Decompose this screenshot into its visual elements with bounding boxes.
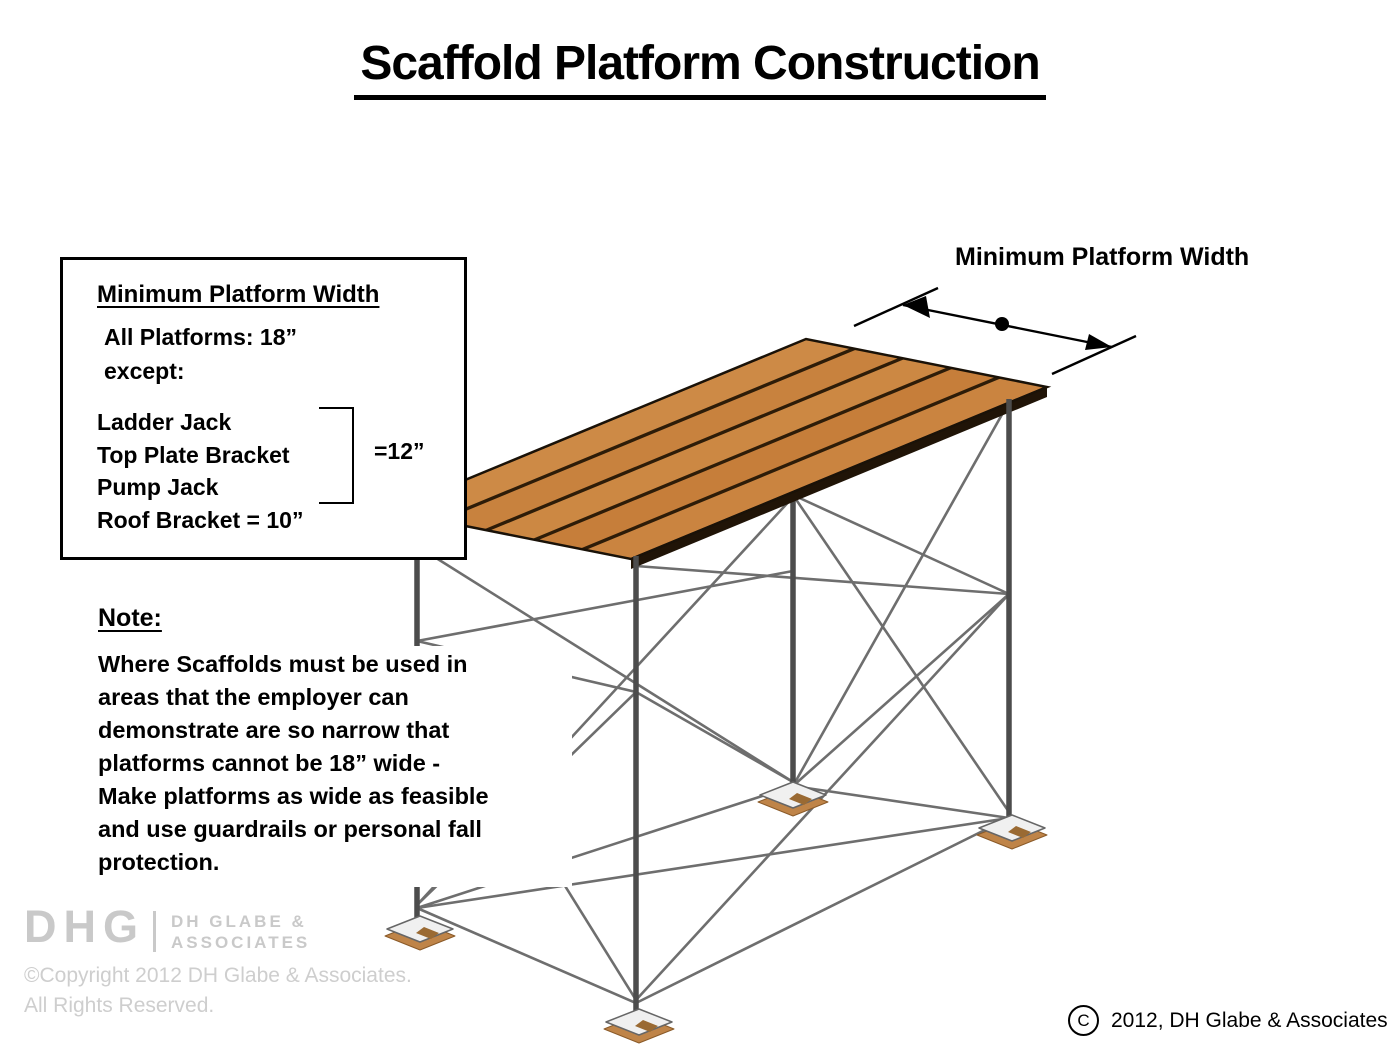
copyright-circle-icon: C — [1068, 1005, 1099, 1036]
logo-name: DH GLABE & ASSOCIATES — [171, 911, 310, 953]
plank — [441, 349, 900, 530]
list-item: Pump Jack — [97, 474, 219, 500]
base-plates — [384, 781, 1048, 1044]
note-paragraph: Where Scaffolds must be used in areas th… — [96, 646, 572, 887]
note-line: Make platforms as wide as feasible — [98, 783, 489, 809]
logo-name-line: ASSOCIATES — [171, 933, 311, 952]
base-plate — [603, 1008, 675, 1044]
note-line: platforms cannot be 18” wide - — [98, 750, 441, 776]
footer-copyright-right: C 2012, DH Glabe & Associates — [1068, 1005, 1388, 1036]
note-line: Where Scaffolds must be used in — [98, 651, 468, 677]
info-box-except: except: — [104, 358, 185, 384]
info-box-list: Ladder Jack Top Plate Bracket Pump Jack … — [97, 406, 303, 536]
dimension-arrow-icon — [853, 286, 1137, 376]
list-item: Ladder Jack — [97, 409, 232, 435]
copyright-text: 2012, DH Glabe & Associates — [1111, 1008, 1388, 1032]
note-line: and use guardrails or personal fall — [98, 816, 482, 842]
platform — [385, 337, 1052, 569]
logo-divider — [153, 911, 156, 952]
logo-name-line: DH GLABE & — [171, 912, 307, 931]
list-item: Roof Bracket = 10” — [97, 506, 304, 533]
dimension-label: Minimum Platform Width — [955, 243, 1250, 271]
title-wrap: Scaffold Platform Construction — [0, 36, 1400, 100]
info-box-heading: Minimum Platform Width — [97, 281, 380, 308]
info-box-all-platforms: All Platforms: 18” — [104, 324, 297, 350]
copyright-line-2: All Rights Reserved. — [24, 994, 215, 1017]
base-plate — [976, 814, 1048, 850]
note-heading: Note: — [96, 604, 170, 636]
note-line: areas that the employer can — [98, 684, 409, 710]
bracket-icon — [319, 407, 354, 504]
base-plate — [757, 781, 829, 817]
note-line: protection. — [98, 849, 220, 875]
copyright-line-1: ©Copyright 2012 DH Glabe & Associates. — [24, 964, 412, 987]
note-line: demonstrate are so narrow that — [98, 717, 450, 743]
dhg-logo: DHG — [24, 901, 145, 952]
info-box: Minimum Platform Width All Platforms: 18… — [60, 257, 467, 560]
list-item: Top Plate Bracket — [97, 441, 290, 468]
plank — [537, 368, 996, 549]
bracket-value: =12” — [374, 438, 425, 464]
plank — [391, 339, 852, 520]
plank — [585, 378, 1046, 559]
page-title: Scaffold Platform Construction — [354, 36, 1046, 100]
plank — [489, 358, 948, 540]
base-plate — [384, 915, 456, 951]
